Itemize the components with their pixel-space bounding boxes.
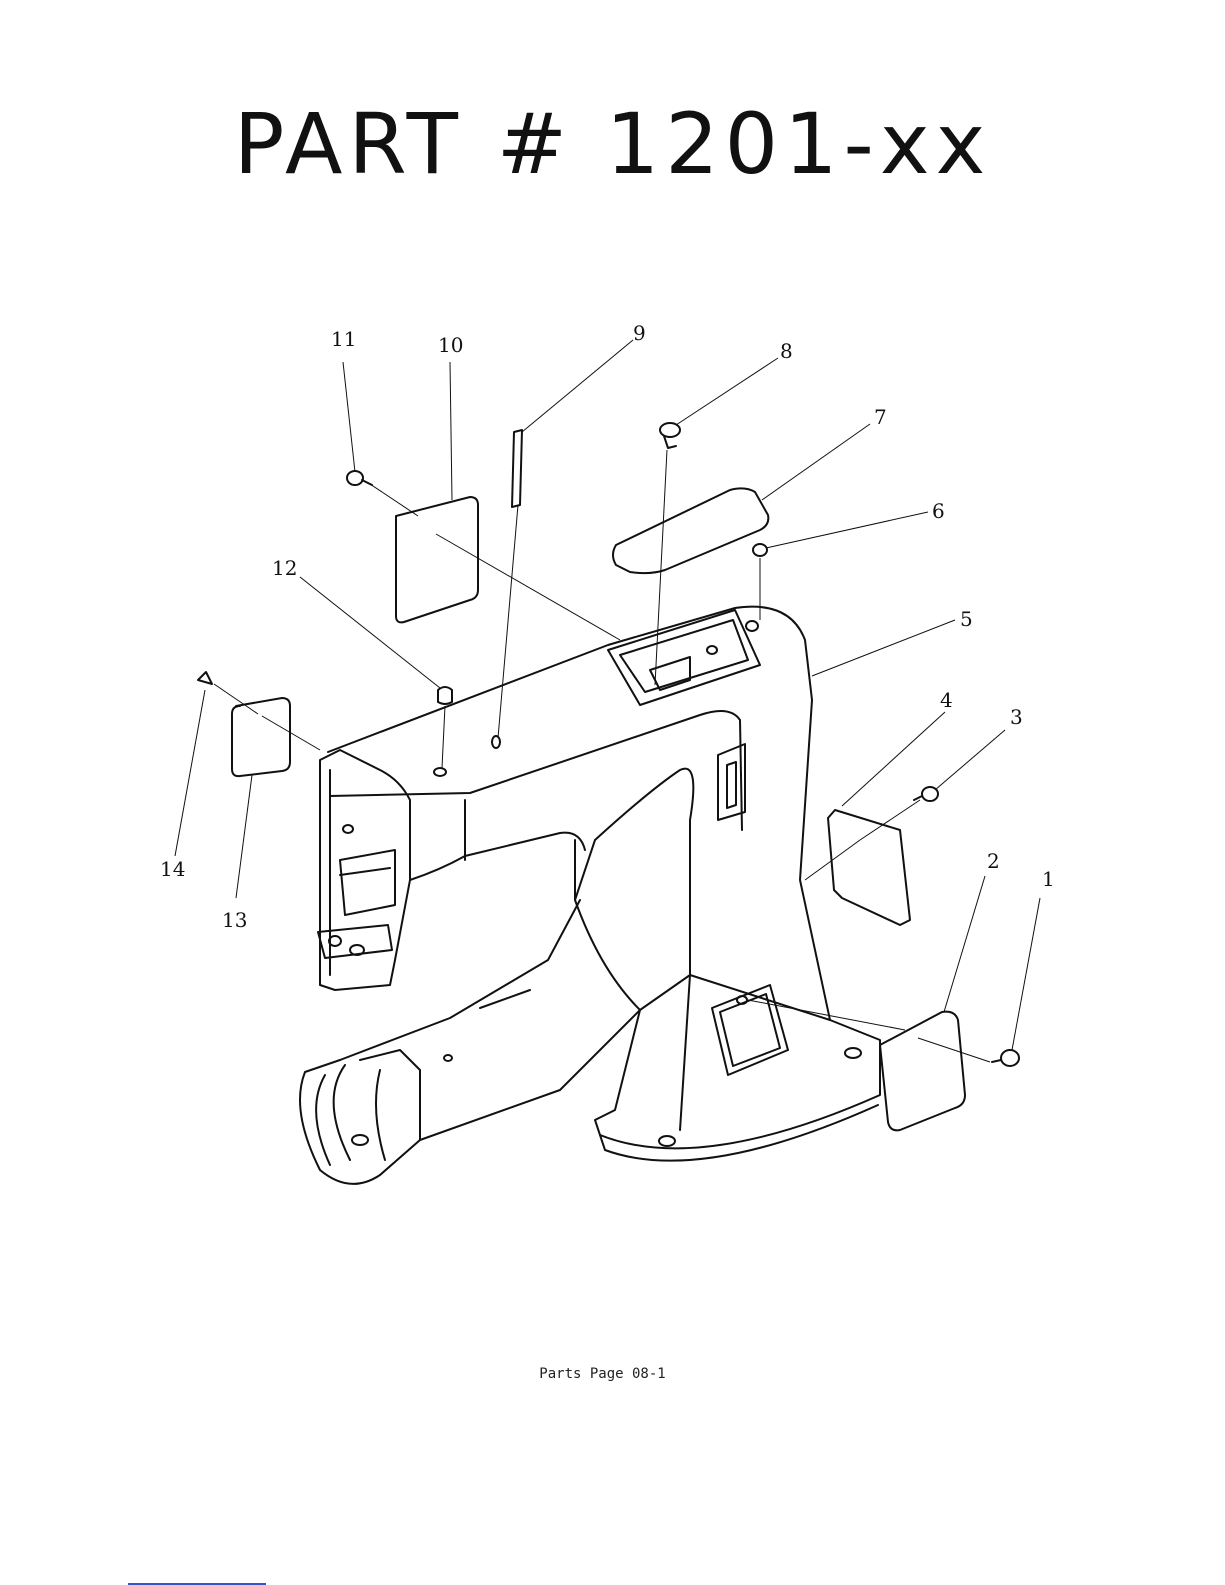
callout-11: 11 — [331, 327, 356, 351]
part-2-base-cover — [880, 1012, 965, 1131]
callout-13: 13 — [222, 908, 247, 932]
callout-6: 6 — [932, 499, 945, 523]
leader-lines — [175, 340, 1040, 1062]
callout-5: 5 — [960, 607, 973, 631]
callout-labels: 1 2 3 4 5 6 7 8 9 10 11 12 13 14 — [160, 321, 1055, 932]
callout-4: 4 — [940, 688, 953, 712]
page-footer: Parts Page 08-1 — [0, 1366, 1205, 1382]
part-14-screw — [198, 672, 212, 684]
part-13-side-cover — [232, 698, 290, 776]
callout-1: 1 — [1042, 867, 1055, 891]
callout-10: 10 — [438, 333, 463, 357]
callout-3: 3 — [1010, 705, 1023, 729]
part-10-side-cover — [396, 497, 478, 622]
part-9-pin — [512, 430, 522, 507]
part-8-plug — [660, 423, 680, 448]
part-4-side-cover — [828, 810, 910, 925]
part-7-top-cover — [613, 488, 768, 573]
machine-arm-casting — [300, 607, 880, 1184]
part-11-screw — [347, 471, 372, 485]
part-3-screw — [914, 787, 938, 801]
callout-7: 7 — [874, 405, 887, 429]
part-12-plug — [438, 687, 452, 704]
part-1-screw — [992, 1050, 1019, 1066]
callout-2: 2 — [987, 849, 1000, 873]
part-6-plug — [753, 544, 767, 556]
callout-12: 12 — [272, 556, 297, 580]
callout-14: 14 — [160, 857, 185, 881]
callout-9: 9 — [633, 321, 646, 345]
callout-8: 8 — [780, 339, 793, 363]
